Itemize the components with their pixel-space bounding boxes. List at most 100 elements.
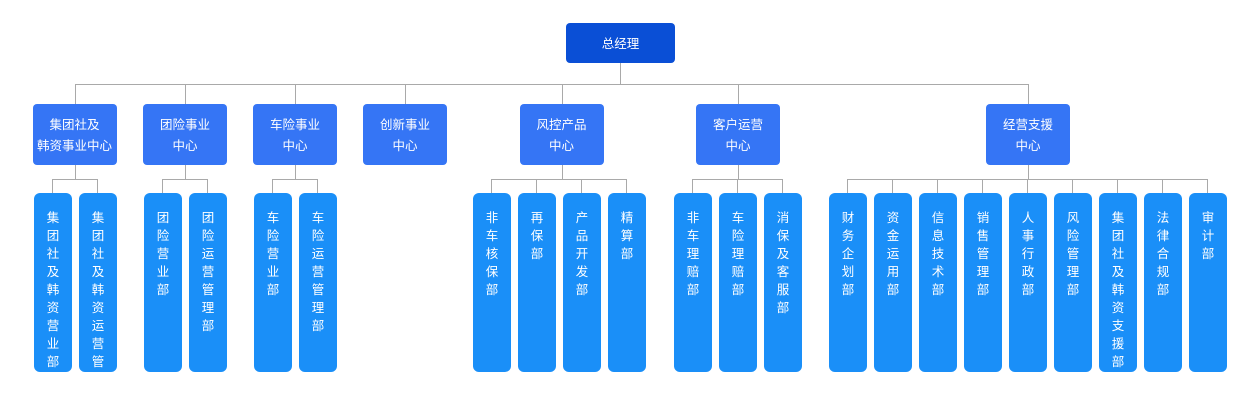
center-node-label: 团险事业 中心	[159, 116, 210, 153]
department-node-label: 集团社及韩资运营管理部	[91, 210, 105, 405]
department-node-label: 车险运营管理部	[311, 210, 325, 333]
connector-to-department	[52, 179, 53, 193]
center-node: 车险事业 中心	[253, 104, 337, 165]
connector-to-department	[892, 179, 893, 193]
connector-to-center	[738, 84, 739, 104]
department-node: 集团社及韩资运营管理部	[79, 193, 117, 405]
connector-to-department	[1072, 179, 1073, 193]
department-node-label: 非车理赔部	[686, 210, 700, 297]
connector-to-department	[937, 179, 938, 193]
connector-department-bus	[272, 179, 318, 180]
department-node: 车险运营管理部	[299, 193, 337, 372]
department-node: 产品开发部	[563, 193, 601, 372]
department-node: 集团社及韩资支援部	[1099, 193, 1137, 372]
connector-to-center	[405, 84, 406, 104]
department-node-label: 法律合规部	[1156, 210, 1170, 297]
department-node: 资金运用部	[874, 193, 912, 372]
connector-level1-bus	[74, 84, 1029, 85]
department-node: 车险营业部	[254, 193, 292, 372]
department-node: 消保及客服部	[764, 193, 802, 372]
department-node: 财务企划部	[829, 193, 867, 372]
connector-to-department	[581, 179, 582, 193]
department-node-label: 财务企划部	[841, 210, 855, 297]
department-node-label: 再保部	[530, 210, 544, 261]
center-node: 集团社及 韩资事业中心	[32, 104, 117, 165]
connector-to-department	[317, 179, 318, 193]
connector-center-down	[295, 165, 296, 179]
center-node-label: 客户运营 中心	[712, 116, 763, 153]
connector-to-department	[272, 179, 273, 193]
connector-to-center	[295, 84, 296, 104]
department-node: 非车核保部	[473, 193, 511, 372]
root-node-label: 总经理	[601, 35, 640, 51]
connector-to-department	[782, 179, 783, 193]
department-node-label: 团险营业部	[156, 210, 170, 297]
center-node: 创新事业 中心	[363, 104, 447, 165]
department-node-label: 车险理赔部	[731, 210, 745, 297]
connector-to-department	[1027, 179, 1028, 193]
connector-center-down	[561, 165, 563, 179]
department-node: 非车理赔部	[674, 193, 712, 372]
department-node-label: 人事行政部	[1021, 210, 1035, 297]
connector-to-department	[692, 179, 693, 193]
department-node-label: 车险营业部	[266, 210, 280, 297]
connector-to-department	[737, 179, 738, 193]
connector-to-department	[1117, 179, 1118, 193]
connector-to-department	[491, 179, 492, 193]
center-node: 客户运营 中心	[696, 104, 780, 165]
department-node: 集团社及韩资营业部	[34, 193, 72, 372]
center-node-label: 集团社及 韩资事业中心	[36, 116, 112, 153]
center-node: 经营支援 中心	[986, 104, 1070, 165]
connector-center-down	[738, 165, 739, 179]
connector-to-center	[1028, 84, 1029, 104]
department-node: 信息技术部	[919, 193, 957, 372]
connector-to-department	[97, 179, 98, 193]
connector-to-department	[847, 179, 848, 193]
connector-center-down	[185, 165, 186, 179]
connector-root-down	[620, 63, 621, 84]
connector-to-department	[626, 179, 627, 193]
department-node: 再保部	[518, 193, 556, 372]
department-node-label: 风险管理部	[1066, 210, 1080, 297]
department-node: 团险运营管理部	[189, 193, 227, 372]
center-node-label: 车险事业 中心	[269, 116, 320, 153]
connector-to-department	[1162, 179, 1163, 193]
department-node-label: 精算部	[620, 210, 634, 261]
department-node-label: 团险运营管理部	[201, 210, 215, 333]
connector-to-department	[1207, 179, 1208, 193]
department-node-label: 消保及客服部	[776, 210, 790, 315]
department-node: 人事行政部	[1009, 193, 1047, 372]
department-node: 精算部	[608, 193, 646, 372]
department-node: 车险理赔部	[719, 193, 757, 372]
department-node-label: 集团社及韩资营业部	[46, 210, 60, 369]
center-node: 风控产品 中心	[519, 104, 604, 165]
department-node: 风险管理部	[1054, 193, 1092, 372]
connector-center-down	[74, 165, 76, 179]
department-node-label: 产品开发部	[575, 210, 589, 297]
connector-department-bus	[162, 179, 208, 180]
department-node-label: 信息技术部	[931, 210, 945, 297]
center-node: 团险事业 中心	[143, 104, 227, 165]
connector-to-department	[207, 179, 208, 193]
center-node-label: 创新事业 中心	[379, 116, 430, 153]
center-node-label: 经营支援 中心	[1002, 116, 1053, 153]
department-node-label: 销售管理部	[976, 210, 990, 297]
connector-department-bus	[52, 179, 98, 180]
department-node: 销售管理部	[964, 193, 1002, 372]
department-node: 团险营业部	[144, 193, 182, 372]
connector-department-bus	[491, 179, 627, 180]
center-node-label: 风控产品 中心	[536, 116, 587, 153]
department-node: 法律合规部	[1144, 193, 1182, 372]
connector-to-department	[982, 179, 983, 193]
connector-to-center	[185, 84, 186, 104]
connector-to-department	[536, 179, 537, 193]
connector-to-department	[162, 179, 163, 193]
connector-to-center	[74, 84, 76, 104]
department-node-label: 资金运用部	[886, 210, 900, 297]
department-node-label: 集团社及韩资支援部	[1111, 210, 1125, 369]
connector-to-center	[561, 84, 563, 104]
root-node-general-manager: 总经理	[566, 23, 675, 63]
department-node-label: 审计部	[1201, 210, 1215, 261]
department-node: 审计部	[1189, 193, 1227, 372]
connector-center-down	[1028, 165, 1029, 179]
